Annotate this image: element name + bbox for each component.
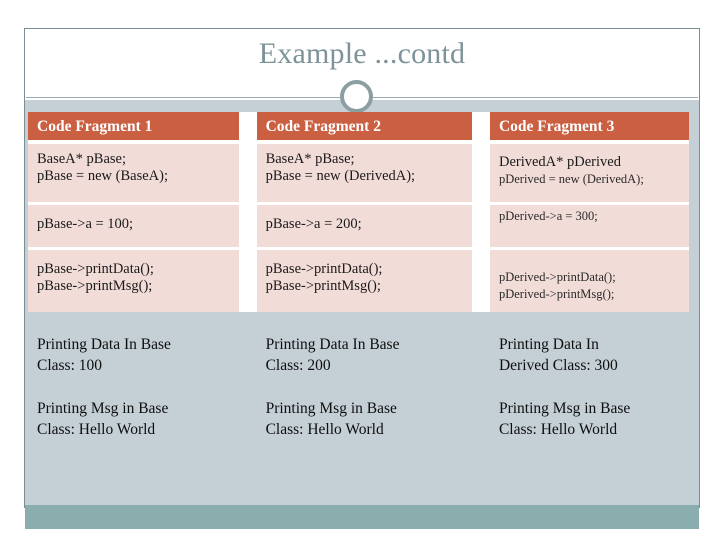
row-separator <box>28 202 689 205</box>
code-cell-r2-c1: pBase->a = 100; <box>28 205 239 247</box>
code-line: pDerived = new (DerivedA); <box>498 172 644 186</box>
output-cell-r1-c3: Printing Data In Derived Class: 300 <box>490 334 689 376</box>
column-gap <box>471 112 490 140</box>
code-line: DerivedA* pDerived <box>498 154 621 170</box>
code-line: pBase = new (DerivedA); <box>265 168 416 184</box>
code-cell-r2-c3: pDerived->a = 300; <box>489 205 689 247</box>
output-line: Printing Msg in Base <box>37 400 169 417</box>
output-line: Printing Data In Base <box>265 336 400 353</box>
output-cell-r1-c1: Printing Data In Base Class: 100 <box>28 334 239 376</box>
code-cell-r3-c2: pBase->printData(); pBase->printMsg(); <box>256 250 472 312</box>
output-line: Class: 100 <box>37 357 103 374</box>
column-header-label: Code Fragment 1 <box>37 118 153 135</box>
output-line: Class: Hello World <box>498 421 618 438</box>
output-row: Printing Data In Base Class: 100 Printin… <box>28 334 689 376</box>
output-cell-r2-c1: Printing Msg in Base Class: Hello World <box>28 398 239 440</box>
table-row: pBase->printData(); pBase->printMsg(); p… <box>28 250 689 312</box>
code-line: pBase->a = 200; <box>265 216 362 232</box>
footer-bar <box>25 505 699 529</box>
column-gap <box>471 250 490 312</box>
table-header-row: Code Fragment 1 Code Fragment 2 Code Fra… <box>28 112 689 140</box>
column-gap <box>239 334 257 376</box>
output-line: Class: Hello World <box>265 421 384 438</box>
code-cell-r2-c2: pBase->a = 200; <box>256 205 472 247</box>
code-cell-r1-c2: BaseA* pBase; pBase = new (DerivedA); <box>256 144 472 202</box>
circle-ring-icon <box>340 80 373 113</box>
output-line: Printing Msg in Base <box>265 400 397 417</box>
code-line: BaseA* pBase; <box>37 151 126 167</box>
column-gap <box>472 334 490 376</box>
code-line: pBase = new (BaseA); <box>37 168 168 184</box>
code-cell-r3-c3: pDerived->printData(); pDerived->printMs… <box>489 250 689 312</box>
output-line: Class: 200 <box>265 357 331 374</box>
output-spacer <box>28 312 689 334</box>
panel-right-sliver <box>689 112 699 343</box>
code-cell-r1-c1: BaseA* pBase; pBase = new (BaseA); <box>28 144 239 202</box>
column-gap <box>238 205 257 247</box>
code-line: pBase->printData(); <box>37 261 154 277</box>
column-gap <box>472 398 490 440</box>
code-cell-r3-c1: pBase->printData(); pBase->printMsg(); <box>28 250 239 312</box>
table-header-cell-3: Code Fragment 3 <box>489 112 689 140</box>
table-row: pBase->a = 100; pBase->a = 200; pDerived… <box>28 205 689 247</box>
comparison-table: Code Fragment 1 Code Fragment 2 Code Fra… <box>28 112 689 440</box>
table-header-cell-2: Code Fragment 2 <box>256 112 472 140</box>
output-row: Printing Msg in Base Class: Hello World … <box>28 398 689 440</box>
output-line: Printing Msg in Base <box>498 400 631 417</box>
code-line: pBase->printMsg(); <box>265 278 381 294</box>
code-line: pBase->a = 100; <box>37 216 134 232</box>
output-line: Printing Data In Base <box>37 336 171 353</box>
code-line: pDerived->a = 300; <box>498 209 598 223</box>
code-line: BaseA* pBase; <box>265 151 355 167</box>
header-spacer <box>28 140 689 144</box>
code-cell-r1-c3: DerivedA* pDerived pDerived = new (Deriv… <box>489 144 689 202</box>
output-line: Printing Data In <box>498 336 599 353</box>
column-gap <box>238 112 257 140</box>
code-line: pBase->printData(); <box>265 261 383 277</box>
code-line: pBase->printMsg(); <box>37 278 153 294</box>
row-separator <box>28 247 689 250</box>
column-gap <box>238 250 257 312</box>
column-header-label: Code Fragment 2 <box>265 118 381 135</box>
column-gap <box>239 398 257 440</box>
column-header-label: Code Fragment 3 <box>498 118 615 135</box>
page-title: Example ...contd <box>258 37 466 70</box>
table-row: BaseA* pBase; pBase = new (BaseA); BaseA… <box>28 144 689 202</box>
code-line: pDerived->printData(); <box>498 270 616 284</box>
column-gap <box>471 205 490 247</box>
code-line: pDerived->printMsg(); <box>498 287 615 301</box>
column-gap <box>471 144 490 202</box>
output-spacer <box>28 376 689 398</box>
output-cell-r2-c2: Printing Msg in Base Class: Hello World <box>257 398 472 440</box>
table-header-cell-1: Code Fragment 1 <box>28 112 239 140</box>
column-gap <box>238 144 257 202</box>
output-line: Derived Class: 300 <box>498 357 618 374</box>
output-line: Class: Hello World <box>37 421 156 438</box>
output-cell-r2-c3: Printing Msg in Base Class: Hello World <box>490 398 689 440</box>
output-cell-r1-c2: Printing Data In Base Class: 200 <box>257 334 472 376</box>
